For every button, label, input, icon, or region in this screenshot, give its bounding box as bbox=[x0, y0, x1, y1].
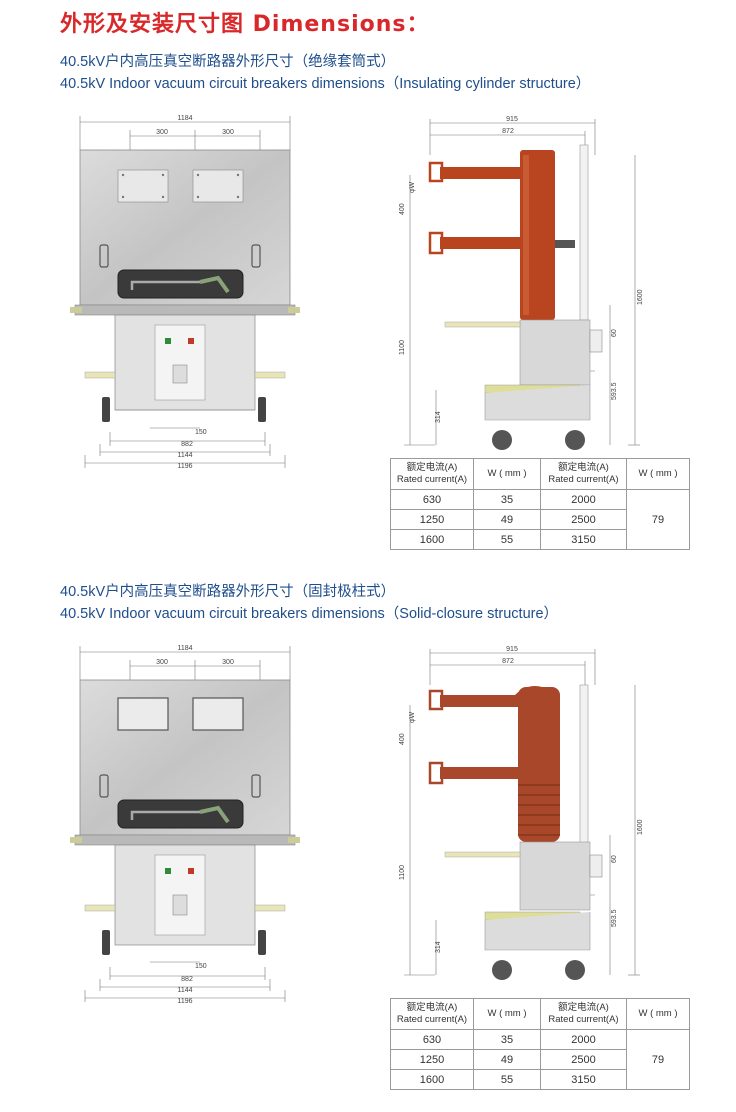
dim-1100: 1100 bbox=[399, 340, 406, 355]
dim-300-left: 300 bbox=[156, 129, 168, 136]
table-cell: 49 bbox=[473, 509, 541, 530]
table-cell: 1600 bbox=[390, 529, 474, 550]
dim-1184: 1184 bbox=[177, 115, 192, 122]
dim-60: 60 bbox=[611, 855, 618, 863]
w-79-cell: 79 bbox=[626, 489, 690, 550]
table-cell: 2500 bbox=[540, 509, 627, 530]
table-cell: 35 bbox=[473, 1029, 541, 1050]
dim-150: 150 bbox=[195, 429, 207, 436]
dim-300-right: 300 bbox=[222, 129, 234, 136]
dim-1196: 1196 bbox=[177, 463, 192, 470]
dim-882: 882 bbox=[181, 441, 193, 448]
dim-60: 60 bbox=[611, 329, 618, 337]
section2-title-cn: 40.5kV户内高压真空断路器外形尺寸（固封极柱式） bbox=[60, 584, 396, 600]
header-w: W ( mm ) bbox=[626, 458, 690, 490]
header-rated-en: Rated current(A) bbox=[396, 1014, 468, 1025]
dim-593-5: 593.5 bbox=[611, 909, 618, 927]
table-cell: 2000 bbox=[540, 489, 627, 510]
rated-current-table-1: 额定电流(A)Rated current(A) W ( mm ) 额定电流(A)… bbox=[390, 458, 690, 550]
header-w: W ( mm ) bbox=[473, 458, 541, 490]
header-w: W ( mm ) bbox=[473, 998, 541, 1030]
table-cell: 630 bbox=[390, 1029, 474, 1050]
table-cell: 1600 bbox=[390, 1069, 474, 1090]
dim-phiw: φW bbox=[409, 711, 416, 723]
table-cell: 1250 bbox=[390, 509, 474, 530]
table-cell: 55 bbox=[473, 529, 541, 550]
w-79-cell: 79 bbox=[626, 1029, 690, 1090]
table-cell: 3150 bbox=[540, 1069, 627, 1090]
dim-1600: 1600 bbox=[637, 819, 644, 835]
table-cell: 2000 bbox=[540, 1029, 627, 1050]
section1-title-cn: 40.5kV户内高压真空断路器外形尺寸（绝缘套筒式） bbox=[60, 54, 396, 70]
side-view-drawing: 915 872 φW 400 1100 314 551 1600 60 593.… bbox=[390, 115, 650, 455]
side-view-drawing: 915 872 φW 400 1100 314 551 1600 60 593.… bbox=[390, 645, 650, 985]
rated-current-table-2: 额定电流(A)Rated current(A) W ( mm ) 额定电流(A)… bbox=[390, 998, 690, 1090]
table-cell: 630 bbox=[390, 489, 474, 510]
section1-title-en: 40.5kV Indoor vacuum circuit breakers di… bbox=[60, 76, 591, 92]
header-rated-en: Rated current(A) bbox=[548, 1014, 619, 1025]
header-rated-en: Rated current(A) bbox=[396, 474, 468, 485]
header-rated-cn: 额定电流(A) bbox=[558, 1002, 609, 1013]
page-title: 外形及安装尺寸图 Dimensions： bbox=[60, 12, 430, 37]
table-cell: 1250 bbox=[390, 1049, 474, 1070]
dim-1144: 1144 bbox=[177, 452, 192, 459]
table-cell: 2500 bbox=[540, 1049, 627, 1070]
header-w: W ( mm ) bbox=[626, 998, 690, 1030]
dim-593-5: 593.5 bbox=[611, 382, 618, 400]
header-rated-cn: 额定电流(A) bbox=[406, 1002, 458, 1013]
dim-400: 400 bbox=[399, 203, 406, 215]
section2-title-en: 40.5kV Indoor vacuum circuit breakers di… bbox=[60, 606, 559, 622]
dim-1196: 1196 bbox=[177, 998, 192, 1005]
dim-314: 314 bbox=[435, 941, 442, 953]
dim-882: 882 bbox=[181, 976, 193, 983]
table-cell: 3150 bbox=[540, 529, 627, 550]
dim-1144: 1144 bbox=[177, 987, 192, 994]
dim-300-right: 300 bbox=[222, 659, 234, 666]
table-cell: 额定电流(A)Rated current(A) bbox=[540, 998, 627, 1030]
table-cell: 35 bbox=[473, 489, 541, 510]
front-view-drawing: 1184 300 300 150 882 1144 1196 bbox=[70, 640, 310, 1005]
front-view-drawing: 1184 300 300 150 882 1144 1196 bbox=[70, 110, 310, 470]
header-rated-cn: 额定电流(A) bbox=[558, 462, 609, 473]
table-cell: 额定电流(A)Rated current(A) bbox=[390, 998, 474, 1030]
header-rated-en: Rated current(A) bbox=[548, 474, 619, 485]
table-cell: 额定电流(A)Rated current(A) bbox=[540, 458, 627, 490]
dim-1100: 1100 bbox=[399, 865, 406, 880]
dim-872: 872 bbox=[502, 658, 514, 665]
dim-915: 915 bbox=[506, 116, 518, 123]
table-cell: 55 bbox=[473, 1069, 541, 1090]
table-cell: 49 bbox=[473, 1049, 541, 1070]
dim-phiw: φW bbox=[409, 181, 416, 193]
dim-915: 915 bbox=[506, 646, 518, 653]
dim-314: 314 bbox=[435, 411, 442, 423]
table-cell: 额定电流(A)Rated current(A) bbox=[390, 458, 474, 490]
dim-400: 400 bbox=[399, 733, 406, 745]
dim-1184: 1184 bbox=[177, 645, 192, 652]
dim-300-left: 300 bbox=[156, 659, 168, 666]
dim-872: 872 bbox=[502, 128, 514, 135]
header-rated-cn: 额定电流(A) bbox=[406, 462, 458, 473]
dim-1600: 1600 bbox=[637, 289, 644, 305]
dim-150: 150 bbox=[195, 963, 207, 970]
